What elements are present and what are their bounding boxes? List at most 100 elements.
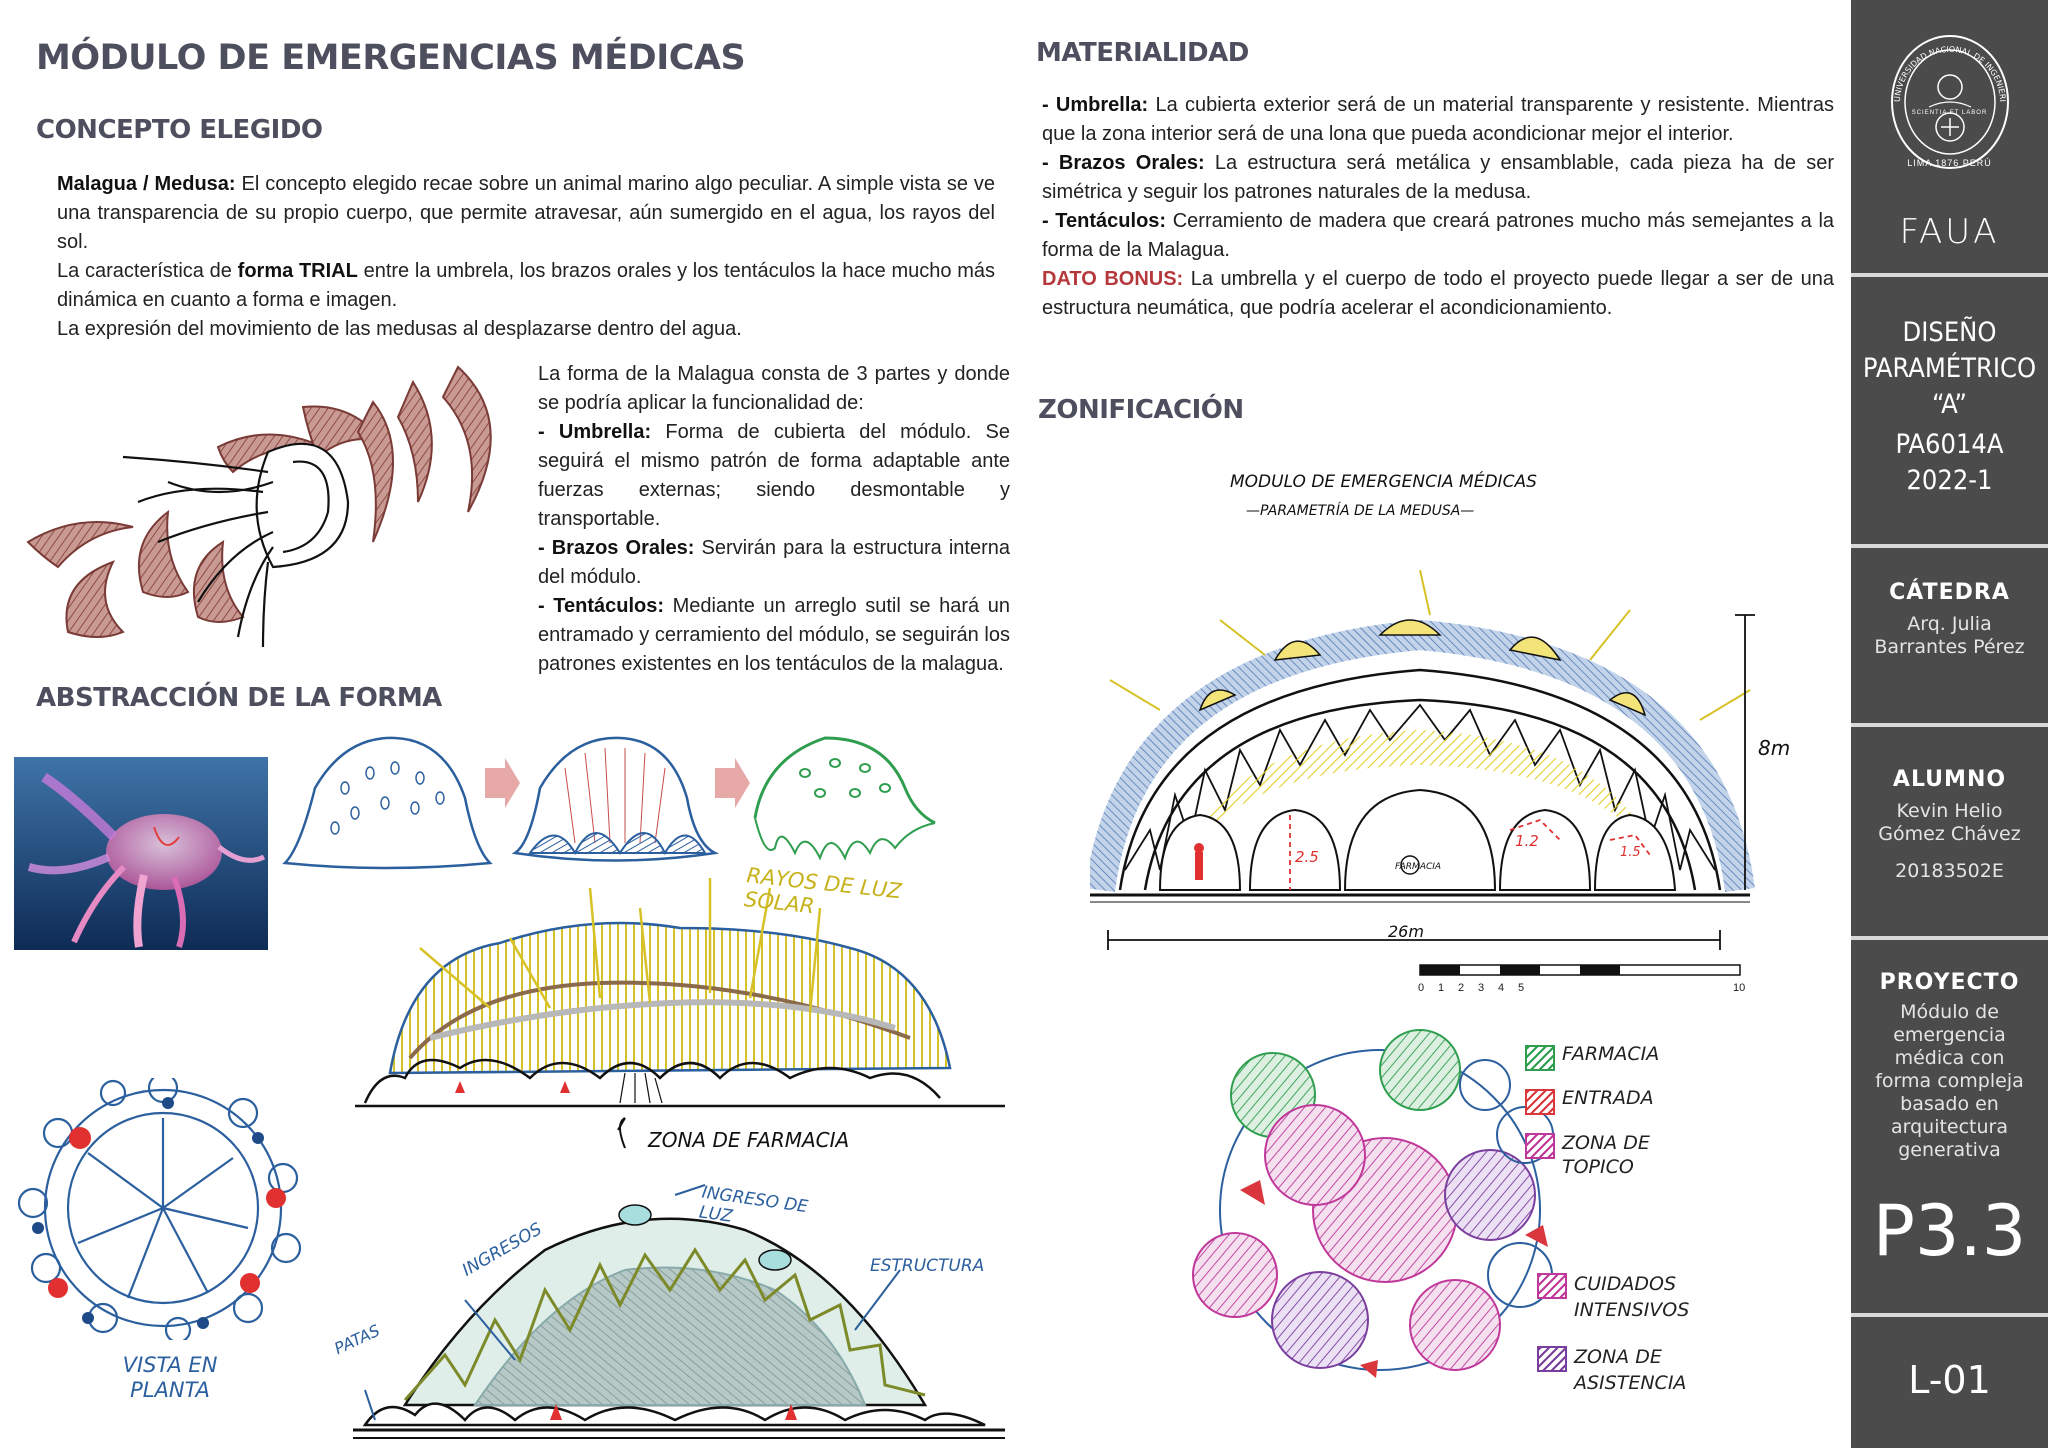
proyecto-block: PROYECTO Módulo de emergencia médica con… [1851,970,2048,1162]
legend-label: ZONA DE TOPICO [1562,1132,1650,1178]
catedra-line-2: Barrantes Pérez [1874,636,2025,658]
sidebar-divider [1851,1313,2048,1317]
partes-umbrella-label: - Umbrella: [538,421,652,443]
plan-view-sketch [18,1078,302,1340]
partes-tentaculos-text: Mediante un arreglo sutil se hará un ent… [538,595,1011,675]
forma-trial: forma TRIAL [237,260,358,282]
label-estructura: ESTRUCTURA [870,1256,985,1276]
concepto-p3: La expresión del movimiento de las medus… [57,318,742,340]
form-evolution-sketch [282,736,936,870]
scale-label: 4 [1498,982,1505,994]
proyecto-line: emergencia [1893,1024,2006,1046]
scale-label: 1 [1438,982,1445,994]
label-zona-farmacia: ZONA DE FARMACIA [648,1128,850,1152]
zonificacion-section-sketch [1090,570,1755,976]
mat-tentaculos-text: Cerramiento de madera que creará patrone… [1042,210,1835,261]
course-line-2: PARAMÉTRICO [1862,353,2037,384]
alumno-line-1: Kevin Helio [1896,800,2003,822]
faua-logo: FAUA [1899,212,2000,252]
catedra-label: CÁTEDRA [1889,580,2010,605]
partes-umbrella-text: Forma de cubierta del módulo. Se seguirá… [538,421,1010,530]
zon-sketch-title: MODULO DE EMERGENCIA MÉDICAS [1230,472,1537,492]
scale-bar-labels: 0 1 2 3 4 5 10 [1418,982,1748,998]
partes-text: La forma de la Malagua consta de 3 parte… [538,360,1010,679]
legend-swatch [1537,1273,1567,1299]
dim-c: 1.5 [1620,845,1641,860]
partes-intro: La forma de la Malagua consta de 3 parte… [538,363,1010,414]
legend-label: CUIDADOS INTENSIVOS [1574,1273,1690,1321]
zonificacion-heading: ZONIFICACIÓN [1038,395,1244,425]
concepto-bold: Malagua / Medusa: [57,173,236,195]
dim-height: 8m [1758,736,1791,760]
course-block: DISEÑO PARAMÉTRICO “A” PA6014A 2022-1 [1851,315,2048,499]
course-code: PA6014A [1895,429,2004,460]
sheet-number: P3.3 [1872,1190,2027,1272]
proyecto-line: generativa [1898,1139,2001,1161]
legend-label: ZONA DE ASISTENCIA [1574,1346,1687,1394]
concepto-text: Malagua / Medusa: El concepto elegido re… [57,170,995,344]
concepto-p2-pre: La característica de [57,260,238,282]
scale-label: 2 [1458,982,1465,994]
sidebar-divider [1851,723,2048,727]
section-sketch-estructura [353,1184,1005,1439]
svg-text:UNIVERSIDAD NACIONAL DE INGENI: UNIVERSIDAD NACIONAL DE INGENIERIA [1889,32,2007,102]
proyecto-label: PROYECTO [1879,970,2020,995]
scale-label: 10 [1733,982,1746,994]
alumno-code: 20183502E [1895,860,2004,882]
scale-label: 5 [1518,982,1525,994]
lamina-number: L-01 [1908,1358,1991,1402]
mat-brazos-text: La estructura será metálica y ensamblabl… [1042,152,1834,203]
zoning-legend: FARMACIA ENTRADA ZONA DE TOPICO CUIDADOS… [1522,1035,1722,1405]
proyecto-line: basado en [1900,1093,1999,1115]
sidebar-divider [1851,544,2048,548]
sidebar: UNIVERSIDAD NACIONAL DE INGENIERIA LIMA … [1851,0,2048,1448]
jellyfish-photo [14,757,268,950]
scale-label: 0 [1418,982,1425,994]
alumno-block: ALUMNO Kevin Helio Gómez Chávez 20183502… [1851,767,2048,883]
alumno-line-2: Gómez Chávez [1878,823,2021,845]
label-vista-planta: VISTA EN PLANTA [122,1353,218,1402]
zoning-plan-sketch [1192,1029,1554,1378]
sidebar-divider [1851,936,2048,940]
logo-bottom-text: LIMA 1876 PERÚ [1907,158,1992,168]
concepto-p2-post: entre la umbrela, los brazos orales y lo… [57,260,996,311]
legend-swatch [1525,1045,1555,1071]
proyecto-desc: Módulo de emergencia médica con forma co… [1851,1001,2048,1162]
partes-brazos-text: Servirán para la estructura interna del … [538,537,1011,588]
mat-umbrella-label: - Umbrella: [1042,94,1149,116]
dim-width: 26m [1388,922,1424,941]
legend-swatch [1525,1133,1555,1159]
dim-a: 2.5 [1295,848,1319,866]
proyecto-line: arquitectura [1890,1116,2009,1138]
partes-brazos-label: - Brazos Orales: [538,537,695,559]
farmacia-tag: FARMACIA [1395,862,1442,872]
jellyfish-sketch [26,365,492,648]
legend-swatch [1525,1089,1555,1115]
mat-brazos-label: - Brazos Orales: [1042,152,1205,174]
legend-label: ENTRADA [1562,1087,1654,1109]
sidebar-divider [1851,273,2048,277]
mat-tentaculos-label: - Tentáculos: [1042,210,1167,232]
legend-swatch [1537,1346,1567,1372]
concepto-heading: CONCEPTO ELEGIDO [36,115,323,145]
logo-ring-text: UNIVERSIDAD NACIONAL DE INGENIERIA [1889,32,2007,102]
catedra-block: CÁTEDRA Arq. Julia Barrantes Pérez [1851,580,2048,659]
logo-inner-text: SCIENTIA ET LABOR [1911,110,1988,116]
section-sketch-farmacia [355,878,1005,1149]
page-title: MÓDULO DE EMERGENCIAS MÉDICAS [36,38,746,78]
alumno-label: ALUMNO [1892,767,2007,792]
proyecto-line: forma compleja [1875,1070,2024,1092]
dato-bonus-label: DATO BONUS: [1042,268,1184,290]
concepto-p1: El concepto elegido recae sobre un anima… [57,173,996,253]
mat-umbrella-text: La cubierta exterior será de un material… [1042,94,1834,145]
catedra-line-1: Arq. Julia [1907,613,1992,635]
legend-label: FARMACIA [1562,1043,1660,1065]
course-line-3: “A” [1932,389,1967,420]
dim-b: 1.2 [1515,832,1539,850]
zon-sketch-subtitle: —PARAMETRÍA DE LA MEDUSA— [1246,503,1475,519]
dato-bonus-text: La umbrella y el cuerpo de todo el proye… [1042,268,1834,319]
materialidad-text: - Umbrella: La cubierta exterior será de… [1042,91,1834,323]
materialidad-heading: MATERIALIDAD [1036,38,1249,68]
abstraccion-heading: ABSTRACCIÓN DE LA FORMA [36,683,442,713]
scale-label: 3 [1478,982,1485,994]
